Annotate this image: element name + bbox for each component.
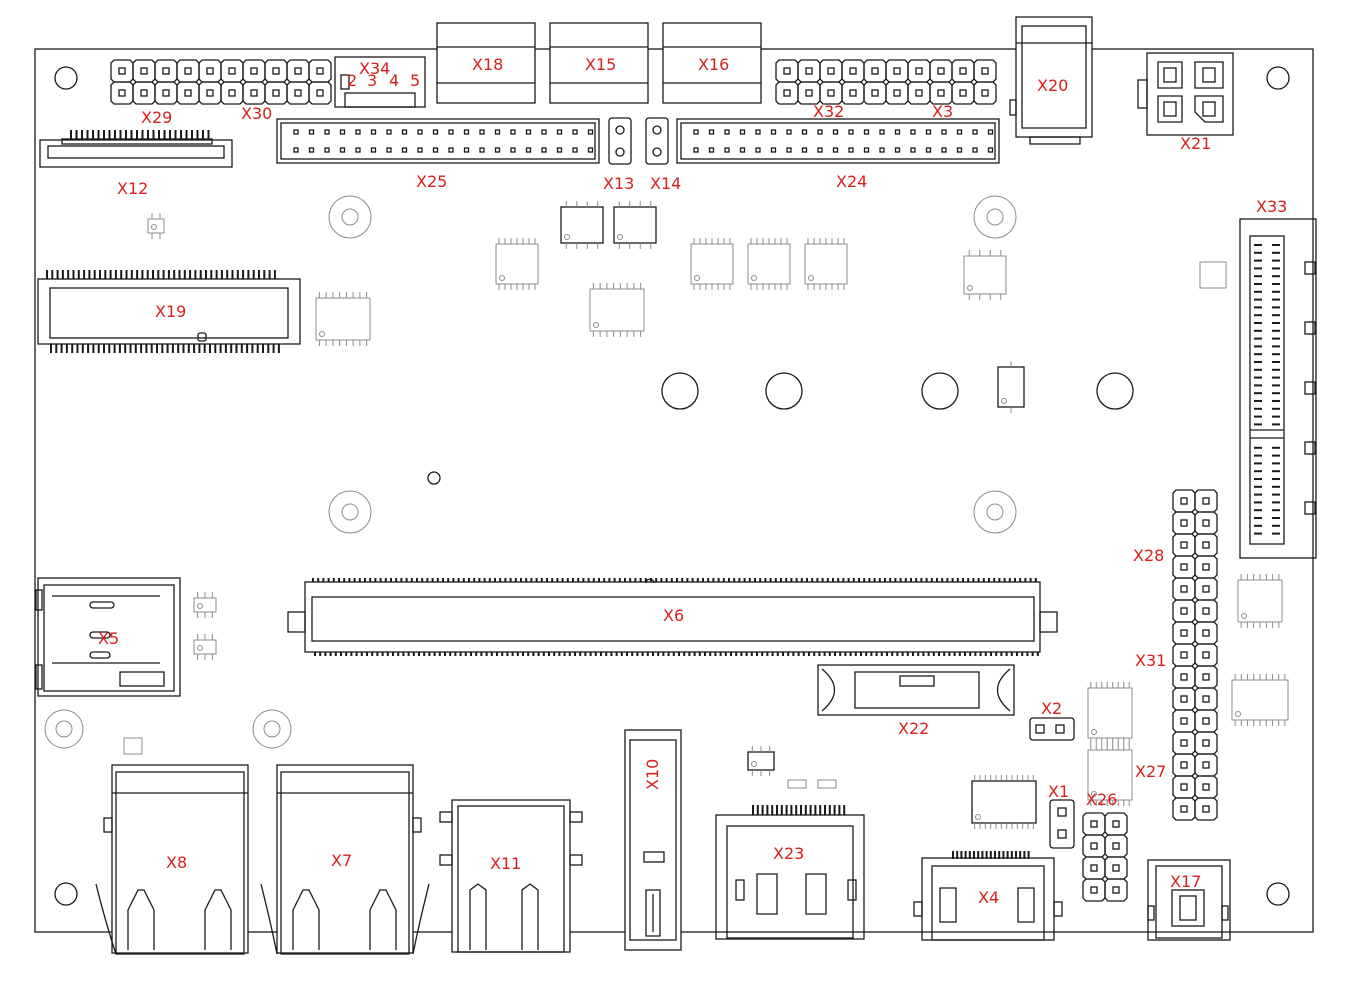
- label-x1: X1: [1048, 782, 1069, 801]
- x28-x31-pin-header: [1172, 489, 1218, 821]
- x29-x30-pin-header: [110, 59, 332, 105]
- x13-jumper: [608, 117, 632, 165]
- connector-labels: X29 X30 X34 X18 X15 X16 X32 X3 X20 X21 X…: [98, 55, 1287, 907]
- label-x25: X25: [416, 172, 447, 191]
- x21-power-connector: [1137, 52, 1234, 136]
- x11-usb-port: [439, 799, 583, 953]
- label-x34: X34: [359, 59, 390, 78]
- label-x18: X18: [472, 55, 503, 74]
- integrated-circuits: [123, 201, 1289, 829]
- label-x14: X14: [650, 174, 681, 193]
- x7-ethernet-jack: [260, 764, 430, 955]
- label-x29: X29: [141, 108, 172, 127]
- x10-connector: [624, 729, 682, 951]
- label-x2: X2: [1041, 699, 1062, 718]
- x32-x3-pin-header: [775, 59, 997, 105]
- x5-microsd-slot: [35, 577, 181, 697]
- x2-jumper: [1029, 717, 1075, 741]
- module-standoffs: [661, 372, 1134, 410]
- x23-displayport: [715, 805, 865, 940]
- label-x10: X10: [643, 759, 662, 790]
- label-x13: X13: [603, 174, 634, 193]
- x34-pin-3: 3: [367, 71, 377, 90]
- label-x11: X11: [490, 854, 521, 873]
- x1-jumper: [1049, 799, 1075, 849]
- label-x16: X16: [698, 55, 729, 74]
- x34-connector: 2 3 4 5: [334, 56, 426, 108]
- x12-fpc-connector: [39, 130, 233, 168]
- x34-pin-2: 2: [347, 71, 357, 90]
- x33-edge-connector: [1239, 218, 1317, 559]
- label-x19: X19: [155, 302, 186, 321]
- label-x26: X26: [1086, 790, 1117, 809]
- label-x8: X8: [166, 853, 187, 872]
- x8-ethernet-jack: [95, 764, 249, 955]
- x18-connector: [436, 22, 536, 104]
- label-x15: X15: [585, 55, 616, 74]
- x17-mini-usb: [1147, 859, 1231, 941]
- label-x20: X20: [1037, 76, 1068, 95]
- x22-connector: [817, 664, 1015, 716]
- label-x12: X12: [117, 179, 148, 198]
- label-x27: X27: [1135, 762, 1166, 781]
- label-x28: X28: [1133, 546, 1164, 565]
- x25-box-header: [276, 118, 600, 164]
- label-x31: X31: [1135, 651, 1166, 670]
- label-x7: X7: [331, 851, 352, 870]
- x20-power-jack: [1009, 16, 1093, 145]
- x4-hdmi-port: [913, 851, 1063, 941]
- x14-jumper: [645, 117, 669, 165]
- label-x32: X32: [813, 102, 844, 121]
- mounting-holes: [54, 66, 1290, 906]
- x6-sodimm-slot: [287, 578, 1058, 656]
- label-x5: X5: [98, 629, 119, 648]
- x15-connector: [549, 22, 649, 104]
- x26-pin-header: [1082, 812, 1128, 902]
- x24-box-header: [676, 118, 1000, 164]
- label-x30: X30: [241, 104, 272, 123]
- standoffs: [44, 195, 1017, 749]
- label-x3: X3: [932, 102, 953, 121]
- label-x21: X21: [1180, 134, 1211, 153]
- x34-pin-4: 4: [389, 71, 399, 90]
- label-x17: X17: [1170, 872, 1201, 891]
- label-x6: X6: [663, 606, 684, 625]
- label-x24: X24: [836, 172, 867, 191]
- label-x33: X33: [1256, 197, 1287, 216]
- label-x4: X4: [978, 888, 999, 907]
- x34-pin-5: 5: [410, 71, 420, 90]
- x16-connector: [662, 22, 762, 104]
- label-x23: X23: [773, 844, 804, 863]
- x19-m2-slot: [37, 270, 301, 353]
- label-x22: X22: [898, 719, 929, 738]
